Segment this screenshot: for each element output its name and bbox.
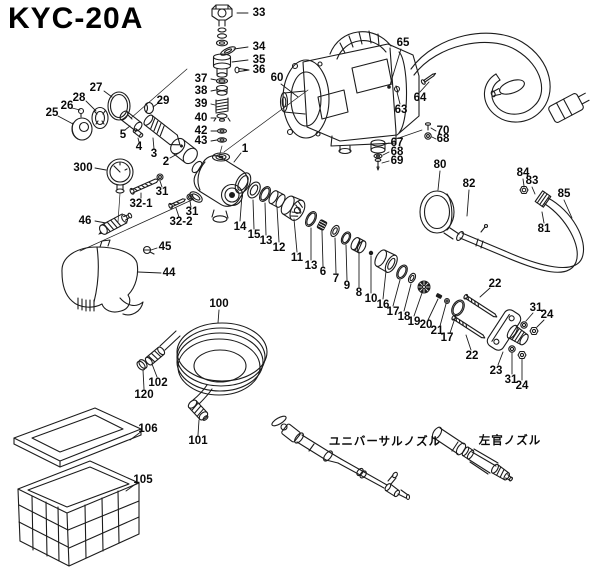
pump-head: [189, 152, 249, 223]
gear-disc-19: [417, 280, 431, 294]
leader-line-63: [396, 91, 401, 105]
leader-line-31: [189, 200, 192, 208]
leader-line-84: [522, 178, 525, 187]
leader-line-65: [389, 48, 402, 86]
leader-line-26: [71, 107, 81, 111]
screw-64: [420, 72, 437, 85]
leader-line-100: [217, 309, 220, 324]
mount-hardware: [370, 122, 432, 171]
unloader-parts: [71, 91, 198, 165]
leader-line-67: [385, 142, 390, 145]
leader-line-25: [57, 115, 74, 125]
leader-line-9: [345, 244, 348, 281]
power-plug: [548, 92, 590, 123]
cap-120: [136, 359, 148, 371]
page-title: KYC-20A: [8, 2, 144, 35]
leader-line-28: [85, 100, 97, 112]
leader-line-31: [159, 180, 163, 188]
leader-line-68: [431, 136, 437, 140]
leader-line-44: [137, 271, 162, 274]
leader-line-38: [210, 89, 217, 92]
leader-line-4: [137, 137, 140, 143]
leader-line-23: [497, 351, 504, 366]
assembly-axis-lines: [79, 68, 423, 252]
leader-line-34: [233, 46, 249, 50]
leader-line-85: [563, 199, 573, 219]
sakan-nozzle: [431, 426, 513, 482]
universal-nozzle: [271, 415, 411, 501]
hose-fitting-102: [144, 346, 166, 366]
leader-line-46: [94, 220, 107, 224]
hose-fitting-101: [187, 399, 209, 421]
leader-line-101: [197, 419, 200, 436]
leader-line-17: [392, 279, 401, 307]
leader-line-82: [466, 189, 470, 217]
leader-line-27: [103, 90, 113, 98]
leader-line-64: [419, 81, 430, 93]
leader-line-7: [334, 237, 337, 274]
hose-fitting-83: [534, 190, 552, 208]
strainer-suction-set: [419, 185, 584, 273]
leader-line-24: [536, 319, 545, 328]
leader-line-22: [479, 287, 491, 298]
nut-84: [519, 185, 529, 195]
leader-line-300: [94, 167, 107, 171]
leader-line-12: [276, 206, 280, 243]
leader-line-43: [210, 139, 218, 142]
leader-line-29: [152, 103, 158, 108]
leader-line-102: [151, 363, 158, 378]
suction-cover: [61, 239, 155, 316]
valve-stack: [211, 4, 250, 143]
leader-line-6: [321, 230, 324, 267]
leader-line-13: [264, 202, 267, 236]
leader-line-106: [129, 430, 143, 441]
leader-line-17: [449, 314, 457, 334]
leader-line-11: [293, 218, 298, 253]
leader-line-22: [465, 334, 472, 351]
leader-line-32-2: [175, 207, 180, 218]
tank-lid: [13, 407, 142, 468]
leader-line-37: [210, 78, 217, 81]
leader-line-105: [125, 482, 138, 492]
leader-line-18: [403, 283, 412, 312]
leader-lines: [57, 12, 573, 492]
leader-line-15: [252, 199, 255, 230]
leader-line-2: [169, 152, 180, 159]
motor-assembly: [279, 30, 590, 155]
leader-line-1: [233, 152, 242, 163]
fitting-46: [98, 212, 133, 235]
leader-line-31: [525, 312, 534, 322]
cord-boot: [490, 79, 525, 98]
leader-line-69: [381, 160, 390, 164]
leader-line-16: [382, 270, 387, 300]
leader-line-20: [427, 298, 439, 321]
pressure-gauge: [98, 158, 134, 235]
leader-line-68: [382, 151, 390, 156]
leader-line-45: [150, 247, 158, 251]
leader-line-21: [439, 303, 447, 327]
leader-line-81: [541, 211, 545, 224]
leader-line-35: [231, 59, 249, 63]
leader-line-19: [413, 292, 423, 317]
sakan-nozzle-tip: [490, 463, 513, 482]
leader-line-14: [239, 194, 243, 222]
leader-line-5: [124, 125, 131, 131]
leader-line-120: [142, 369, 145, 390]
seal-chain: [234, 172, 465, 317]
bolt-set: [129, 173, 194, 209]
leader-line-70: [430, 127, 437, 132]
leader-line-83: [531, 186, 536, 195]
nozzle-holder: [451, 293, 539, 360]
leader-line-3: [152, 137, 155, 150]
leader-line-60: [280, 83, 299, 98]
leader-line-80: [437, 170, 441, 191]
crate: [17, 460, 140, 567]
leader-line-39: [210, 103, 216, 106]
